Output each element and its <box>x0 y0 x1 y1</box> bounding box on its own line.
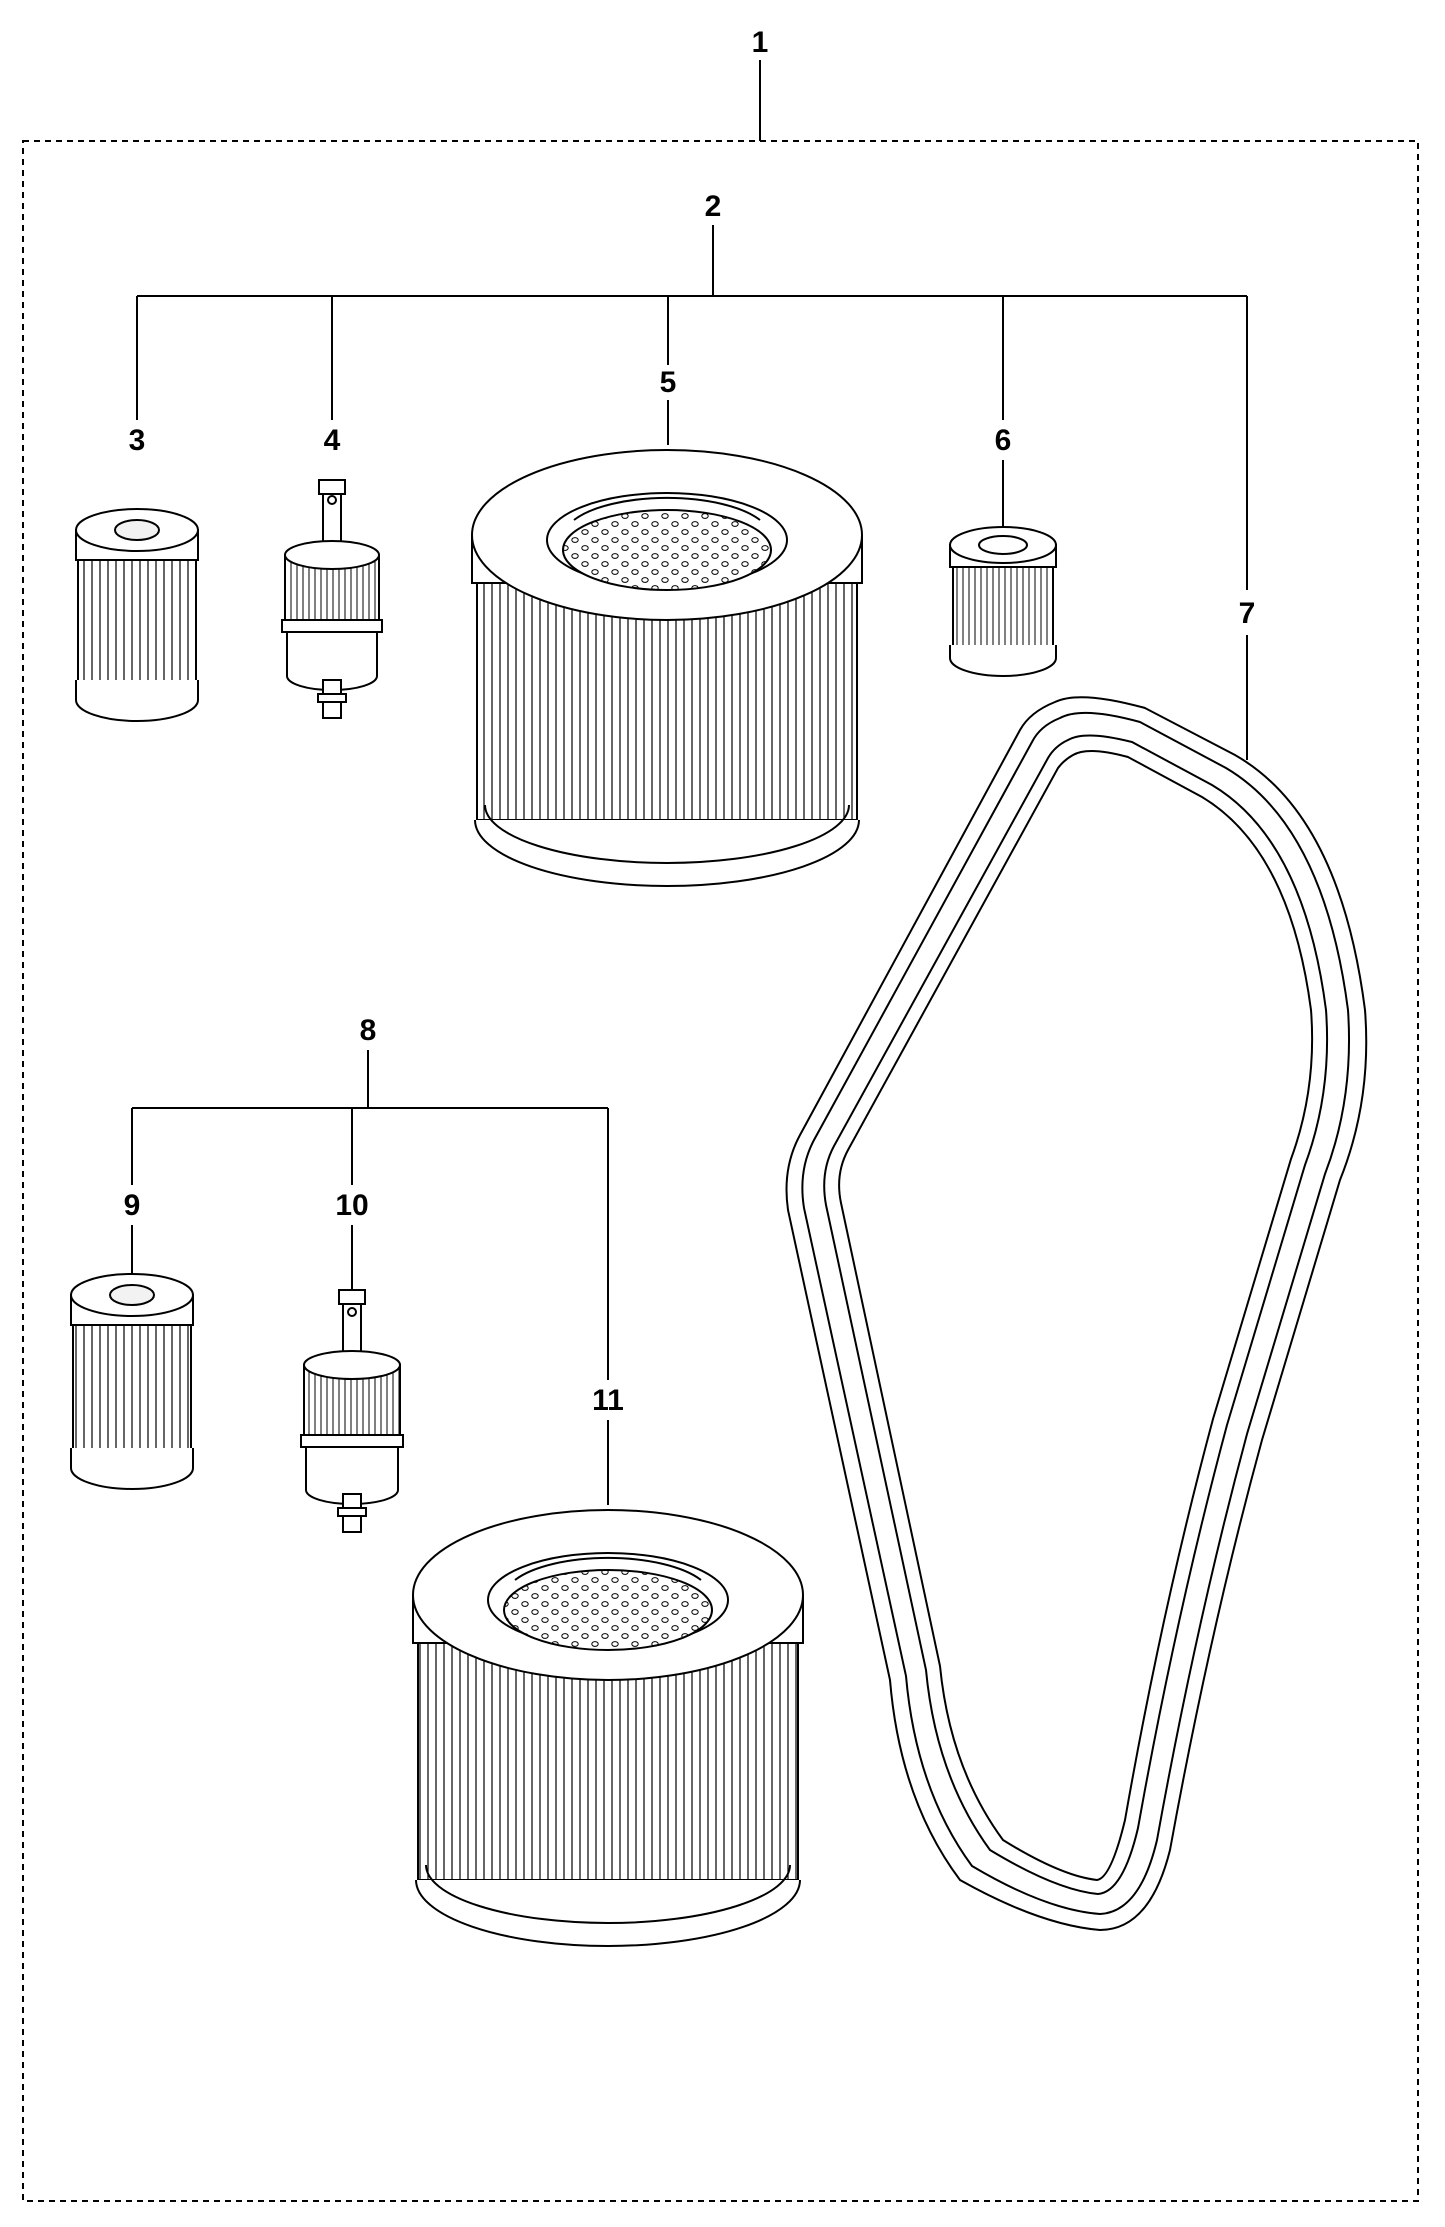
kit-boundary <box>22 140 1419 2202</box>
inline-fuel-filter-icon <box>300 1289 404 1533</box>
callout-7: 7 <box>1239 597 1256 630</box>
filter-cartridge-icon <box>75 508 199 722</box>
callout-1: 1 <box>752 26 769 59</box>
callout-2: 2 <box>705 190 722 223</box>
callout-9: 9 <box>124 1189 141 1222</box>
air-filter-icon <box>471 449 863 887</box>
drive-belt-icon <box>785 696 1368 1932</box>
filter-cartridge-icon <box>70 1273 194 1490</box>
callout-4: 4 <box>324 424 341 457</box>
callout-10: 10 <box>335 1189 368 1222</box>
callout-5: 5 <box>660 366 677 399</box>
callout-labels: 1 2 3 4 5 6 7 8 9 10 11 <box>124 26 1256 1417</box>
leader-lines <box>131 60 1248 1505</box>
inline-fuel-filter-icon <box>281 479 383 719</box>
callout-6: 6 <box>995 424 1012 457</box>
air-filter-icon <box>412 1509 804 1947</box>
callout-11: 11 <box>592 1384 624 1417</box>
filter-insert-icon <box>949 526 1057 677</box>
callout-3: 3 <box>129 424 146 457</box>
callout-8: 8 <box>360 1014 377 1047</box>
